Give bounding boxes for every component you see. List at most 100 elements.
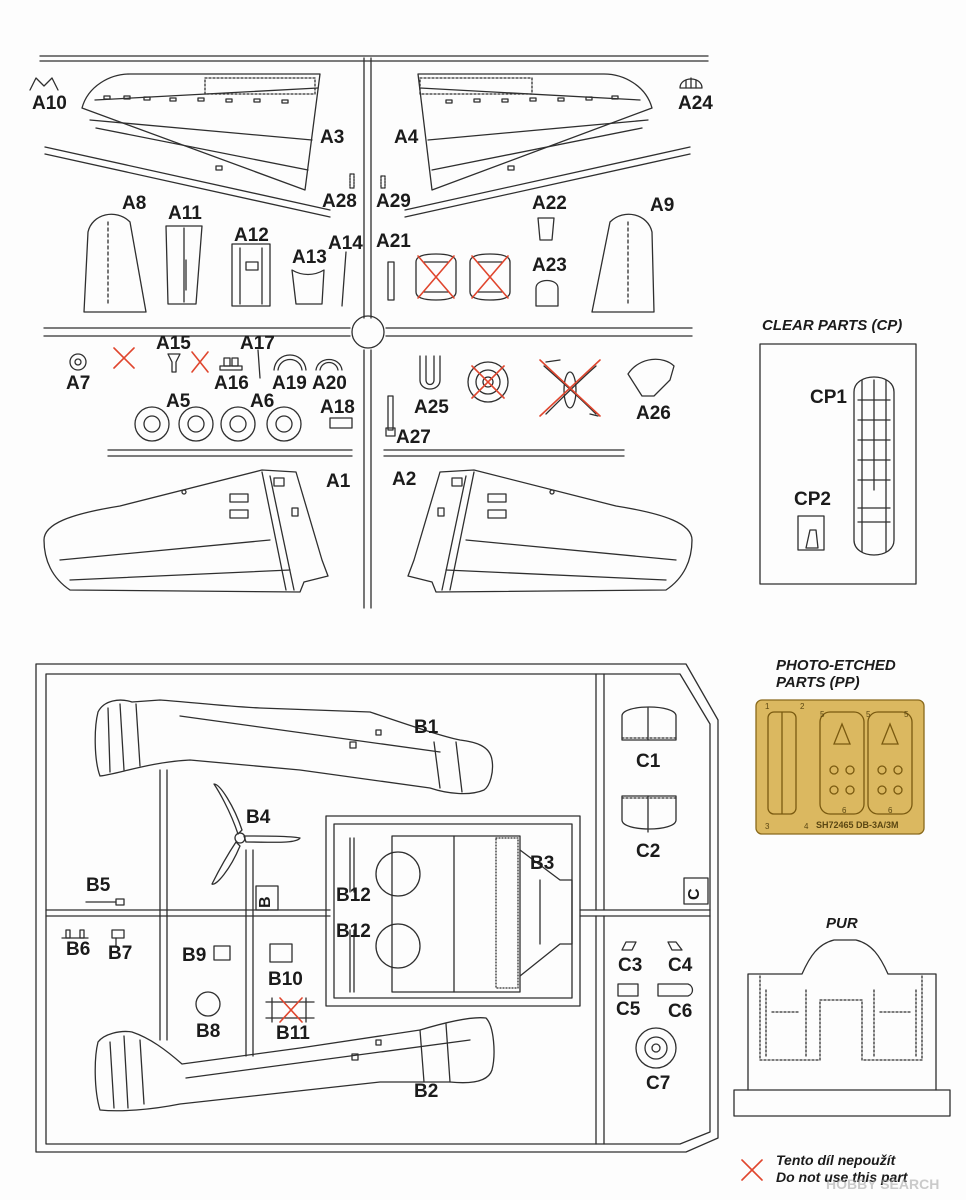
pe-number: 3 [765,822,770,831]
part-label-c7: C7 [646,1073,671,1094]
legend-line1: Tento díl nepoužít [776,1152,896,1168]
part-label-a28: A28 [322,191,357,212]
part-a3-outline [81,73,321,191]
part-c4-outline [667,941,683,951]
part-c2-outline [621,795,677,833]
legend-line2: Do not use this part [776,1169,908,1186]
photo-etched-fret [755,699,925,835]
part-label-cp2: CP2 [794,489,831,510]
part-a7-outline [69,353,87,371]
pe-number: 6 [842,806,847,815]
part-label-a7: A7 [66,373,91,394]
part-label-c5: C5 [616,999,641,1020]
part-label-a15: A15 [156,333,191,354]
part-label-cp1: CP1 [810,387,847,408]
part-label-b7: B7 [108,943,133,964]
part-b3-outline [375,835,573,993]
do-not-use-cross [191,351,209,373]
part-a10-outline [29,77,59,91]
part-label-a9: A9 [650,195,675,216]
sprue-b-tag: B [257,896,274,908]
part-label-b8: B8 [196,1021,221,1042]
sprue-b-tag-box [255,885,279,911]
part-crossed-prop [543,359,599,417]
part-crossed-engine [467,361,509,403]
part-label-a13: A13 [292,247,327,268]
pe-number: 5 [904,710,909,719]
part-b4-outline [211,783,301,885]
part-b8-outline [195,991,221,1017]
part-b10-outline [269,943,293,963]
part-b1-outline [94,699,494,795]
part-a8-outline [83,213,147,313]
part-label-b2: B2 [414,1081,439,1102]
part-a25-outline [419,355,441,390]
part-label-b1: B1 [414,717,439,738]
photo-etched-title-line1: PHOTO-ETCHED [776,657,896,674]
part-label-a2: A2 [392,469,417,490]
sprue-c-tag: C [686,888,703,900]
pe-number: 4 [804,822,809,831]
part-cp2-outline [797,515,825,551]
part-c1-outline [621,706,677,741]
sprue-c-tag-box [683,877,709,905]
part-a17-outline [257,349,261,379]
do-not-use-cross [471,365,505,399]
part-a2-outline [407,469,693,593]
part-label-c3: C3 [618,955,643,976]
part-label-a29: A29 [376,191,411,212]
part-a29-outline [380,175,386,189]
clear-parts-title: CLEAR PARTS (CP) [762,317,903,334]
part-label-b12: B12 [336,885,371,906]
photo-etched-title: PHOTO-ETCHED PARTS (PP) [776,657,896,692]
part-b9-outline [213,945,231,961]
do-not-use-cross [471,255,509,299]
part-label-b9: B9 [182,945,207,966]
part-label-a22: A22 [532,193,567,214]
part-label-a16: A16 [214,373,249,394]
part-c7-outline [635,1027,677,1069]
watermark: HOBBY SEARCH [826,1176,940,1192]
part-a6-wheels [220,406,302,442]
part-a14-outline [341,251,347,307]
part-a18-outline [329,417,353,429]
part-a19-outline [273,354,307,371]
part-label-b5: B5 [86,875,111,896]
part-label-a5: A5 [166,391,191,412]
do-not-use-cross [113,347,135,369]
part-c5-outline [617,983,639,997]
part-a23-outline [535,279,559,307]
photo-etched-fret-text: SH72465 DB-3A/3M [816,820,899,830]
part-a5-wheels [134,406,214,442]
part-b2-outline [94,1017,495,1112]
part-a21-outline [387,261,395,301]
legend-text: Tento díl nepoužít Do not use this part [776,1152,907,1186]
part-b5-outline [85,898,125,906]
part-label-a17: A17 [240,333,275,354]
part-label-a3: A3 [320,127,345,148]
part-label-a27: A27 [396,427,431,448]
part-a27-outline [385,395,396,437]
part-a12-outline [231,243,271,307]
part-label-c1: C1 [636,751,661,772]
part-a28-outline [349,173,355,189]
part-a15-outline [167,353,181,373]
pe-number: 2 [800,702,805,711]
part-label-a19: A19 [272,373,307,394]
part-a16-outline [219,357,243,371]
part-b6-outline [61,929,89,939]
part-label-b6: B6 [66,939,91,960]
part-label-b4: B4 [246,807,271,828]
part-label-c6: C6 [668,1001,693,1022]
pur-title: PUR [826,915,858,932]
part-a1-outline [43,469,329,593]
part-label-a21: A21 [376,231,411,252]
part-label-a14: A14 [328,233,363,254]
part-crossed-cowl-1 [415,253,457,301]
part-label-a11: A11 [168,203,202,224]
pe-number: 1 [765,702,770,711]
part-label-a10: A10 [32,93,67,114]
part-label-a20: A20 [312,373,347,394]
sprue-a-frame [39,55,709,609]
